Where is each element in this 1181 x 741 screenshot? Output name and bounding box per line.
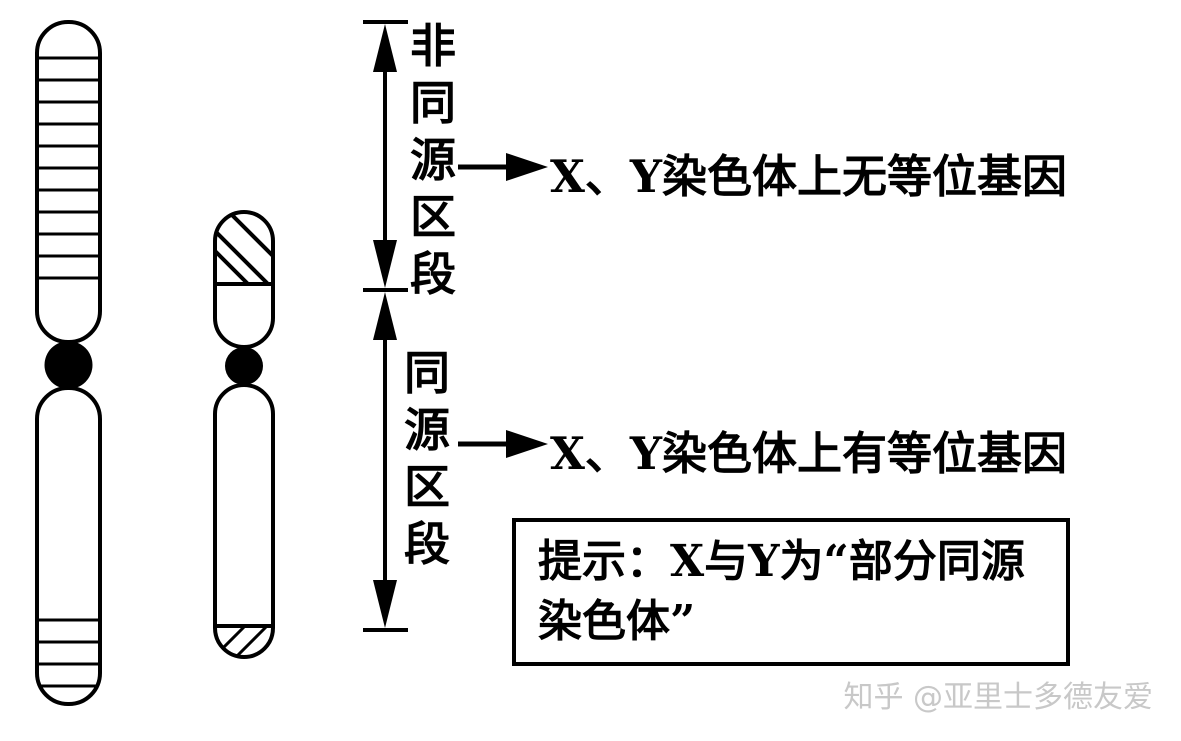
homologous-arrow-up xyxy=(373,292,397,340)
x-centromere xyxy=(44,341,93,389)
nonhomologous-description: X、Y染色体上无等位基因 xyxy=(550,150,1068,203)
pointer-arrows xyxy=(458,153,548,458)
homologous-description: X、Y染色体上有等位基因 xyxy=(550,427,1068,480)
y-centromere xyxy=(225,347,263,385)
watermark: 知乎 @亚里士多德友爱 xyxy=(843,680,1153,715)
x-upper-arm-bands xyxy=(37,56,100,280)
y-chromosome xyxy=(213,210,275,659)
nonhomologous-arrow-down xyxy=(373,240,397,288)
x-lower-arm-bands xyxy=(37,618,100,688)
homologous-arrow-down xyxy=(373,580,397,628)
region-bracket xyxy=(363,20,408,632)
x-lower-arm xyxy=(35,386,102,706)
homologous-pointer-head xyxy=(506,430,548,458)
nonhomologous-pointer-head xyxy=(506,153,548,181)
x-chromosome xyxy=(35,20,102,706)
x-upper-arm xyxy=(35,20,102,344)
y-upper-hatch xyxy=(215,212,273,286)
hint-box: 提示：X与Y为“部分同源染色体” xyxy=(512,518,1070,666)
y-lower-arm xyxy=(213,383,275,659)
hint-text: 提示：X与Y为“部分同源染色体” xyxy=(538,536,1025,647)
nonhomologous-arrow-up xyxy=(373,24,397,72)
homologous-region-label: 同源区段 xyxy=(404,346,450,571)
nonhomologous-region-label: 非同源区段 xyxy=(410,19,456,301)
